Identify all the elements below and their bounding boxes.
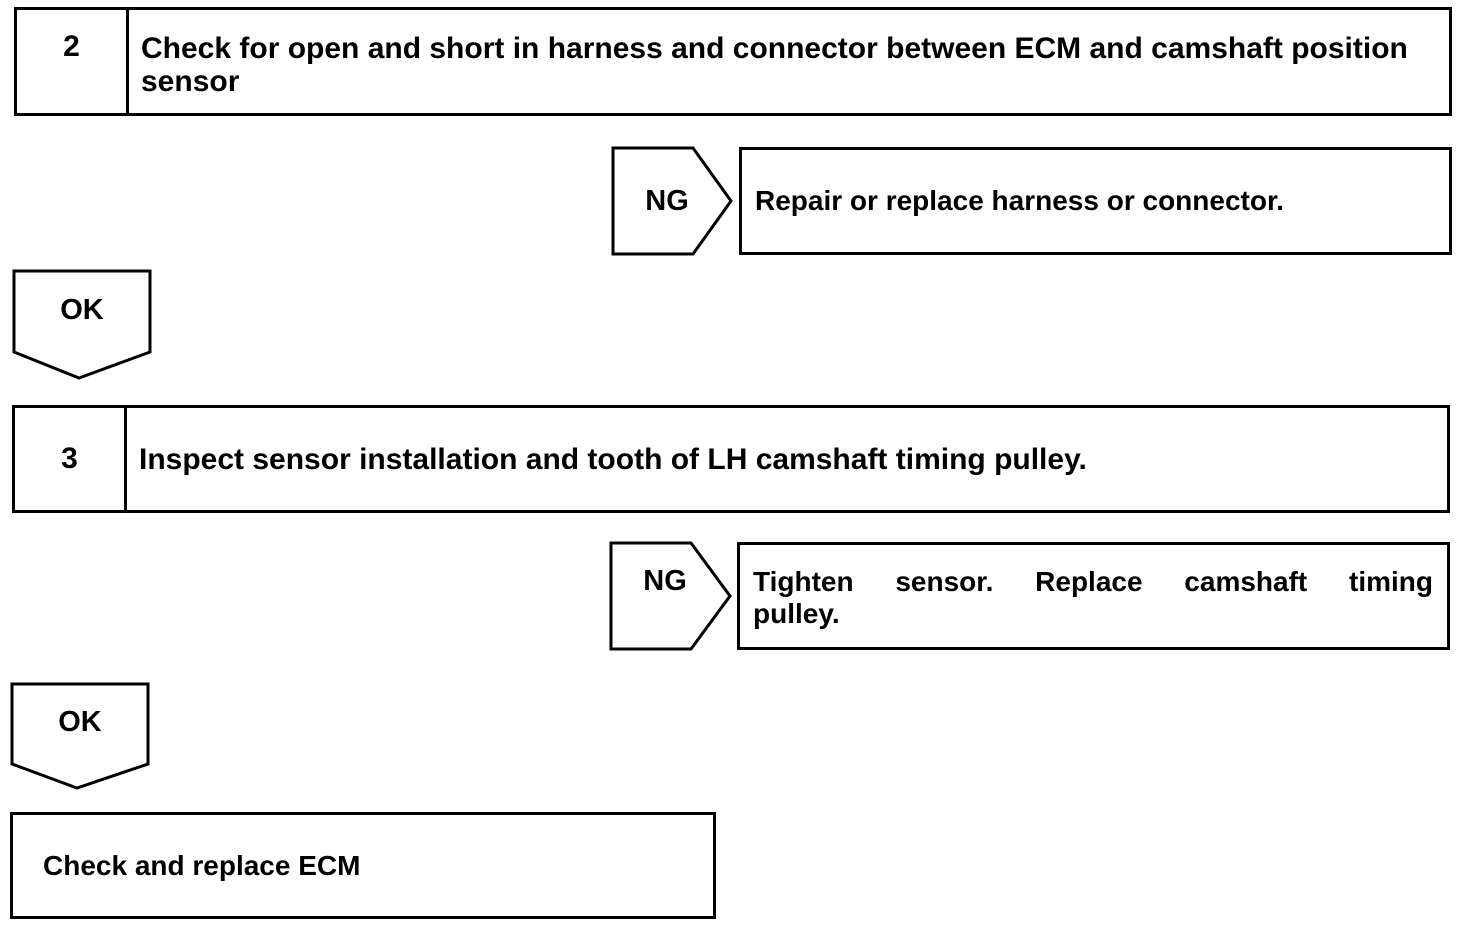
- ng-result-text-2-line-1: Tighten sensor. Replace camshaft timing: [753, 566, 1433, 597]
- step-3-box: 3 Inspect sensor installation and tooth …: [12, 405, 1450, 513]
- final-action-box: Check and replace ECM: [10, 812, 716, 919]
- final-action-text: Check and replace ECM: [43, 849, 361, 881]
- ok-label-1: OK: [60, 294, 104, 326]
- step-3-text: Inspect sensor installation and tooth of…: [139, 442, 1087, 476]
- step-2-number: 2: [17, 10, 129, 113]
- ng-label-2: NG: [643, 565, 687, 597]
- ng-result-box-2: Tighten sensor. Replace camshaft timing …: [737, 542, 1450, 650]
- step-2-box: 2 Check for open and short in harness an…: [14, 7, 1452, 116]
- ok-label-2: OK: [58, 706, 102, 738]
- ng-result-text-2-line-2: pulley.: [753, 598, 840, 629]
- ng-result-text-1: Repair or replace harness or connector.: [755, 185, 1285, 216]
- step-2-text: Check for open and short in harness and …: [141, 32, 1408, 98]
- ng-result-box-1: Repair or replace harness or connector.: [739, 147, 1452, 255]
- ng-label-1: NG: [645, 185, 689, 217]
- step-3-number: 3: [15, 408, 127, 510]
